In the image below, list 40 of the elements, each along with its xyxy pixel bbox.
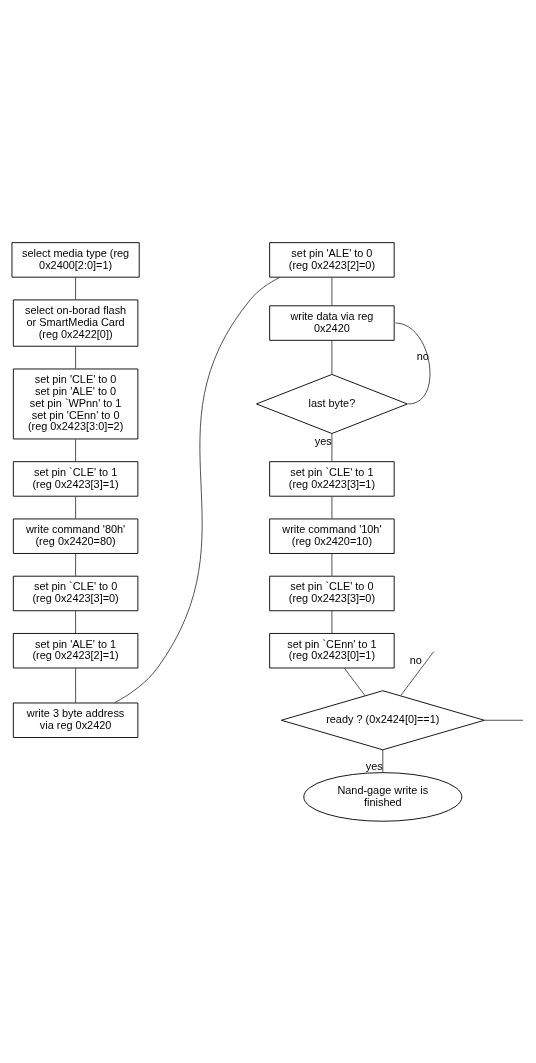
edge-label: yes bbox=[314, 434, 332, 447]
connector bbox=[395, 322, 431, 404]
connector bbox=[75, 610, 77, 634]
connector bbox=[483, 719, 524, 721]
connector bbox=[331, 495, 333, 519]
connector bbox=[75, 552, 77, 576]
edge-label: no bbox=[409, 653, 422, 666]
connector bbox=[331, 276, 333, 306]
node-box: select media type (reg 0x2400[2:0]=1) bbox=[11, 241, 140, 278]
node-box: set pin `CLE' to 0 (reg 0x2423[3]=0) bbox=[12, 575, 139, 611]
connector bbox=[400, 650, 435, 696]
node-box: set pin 'ALE' to 1 (reg 0x2423[2]=1) bbox=[12, 632, 139, 668]
connector bbox=[382, 748, 384, 773]
connector bbox=[331, 610, 333, 634]
connector bbox=[331, 552, 333, 576]
connector bbox=[75, 438, 77, 462]
connector bbox=[75, 276, 77, 300]
node-box: select on-borad flash or SmartMedia Card (reg 0x2422[0]) bbox=[12, 298, 139, 347]
connector bbox=[114, 276, 281, 703]
node-ellipse: Nand-gage write is finished bbox=[303, 771, 463, 822]
node-box: set pin 'ALE' to 0 (reg 0x2423[2]=0) bbox=[269, 241, 395, 278]
node-box: write data via reg 0x2420 bbox=[269, 304, 395, 341]
connector bbox=[343, 667, 366, 696]
node-box: set pin `CLE' to 1 (reg 0x2423[3]=1) bbox=[12, 460, 139, 497]
node-box: set pin `CEnn' to 1 (reg 0x2423[0]=1) bbox=[269, 632, 395, 668]
connector bbox=[75, 345, 77, 369]
edge-label: no bbox=[416, 349, 429, 362]
connector bbox=[331, 432, 333, 462]
node-box: set pin `CLE' to 1 (reg 0x2423[3]=1) bbox=[269, 460, 395, 497]
edge-label: yes bbox=[365, 759, 383, 772]
connector bbox=[331, 339, 333, 375]
node-box: set pin 'CLE' to 0 set pin 'ALE' to 0 set pin `WPnn' to 1 set pin 'CEnn' to 0 (reg 0x2423[3:0]=2) bbox=[12, 368, 139, 439]
node-box: write command '10h' (reg 0x2420=10) bbox=[269, 518, 395, 554]
connector bbox=[75, 495, 77, 519]
node-box: set pin `CLE' to 0 (reg 0x2423[3]=0) bbox=[269, 575, 395, 611]
connector bbox=[75, 667, 77, 703]
node-box: write command '80h' (reg 0x2420=80) bbox=[12, 518, 139, 554]
node-diamond: last byte? bbox=[256, 373, 408, 434]
node-box: write 3 byte address via reg 0x2420 bbox=[12, 702, 139, 738]
node-diamond: ready ? (0x2424[0]==1) bbox=[280, 689, 485, 750]
